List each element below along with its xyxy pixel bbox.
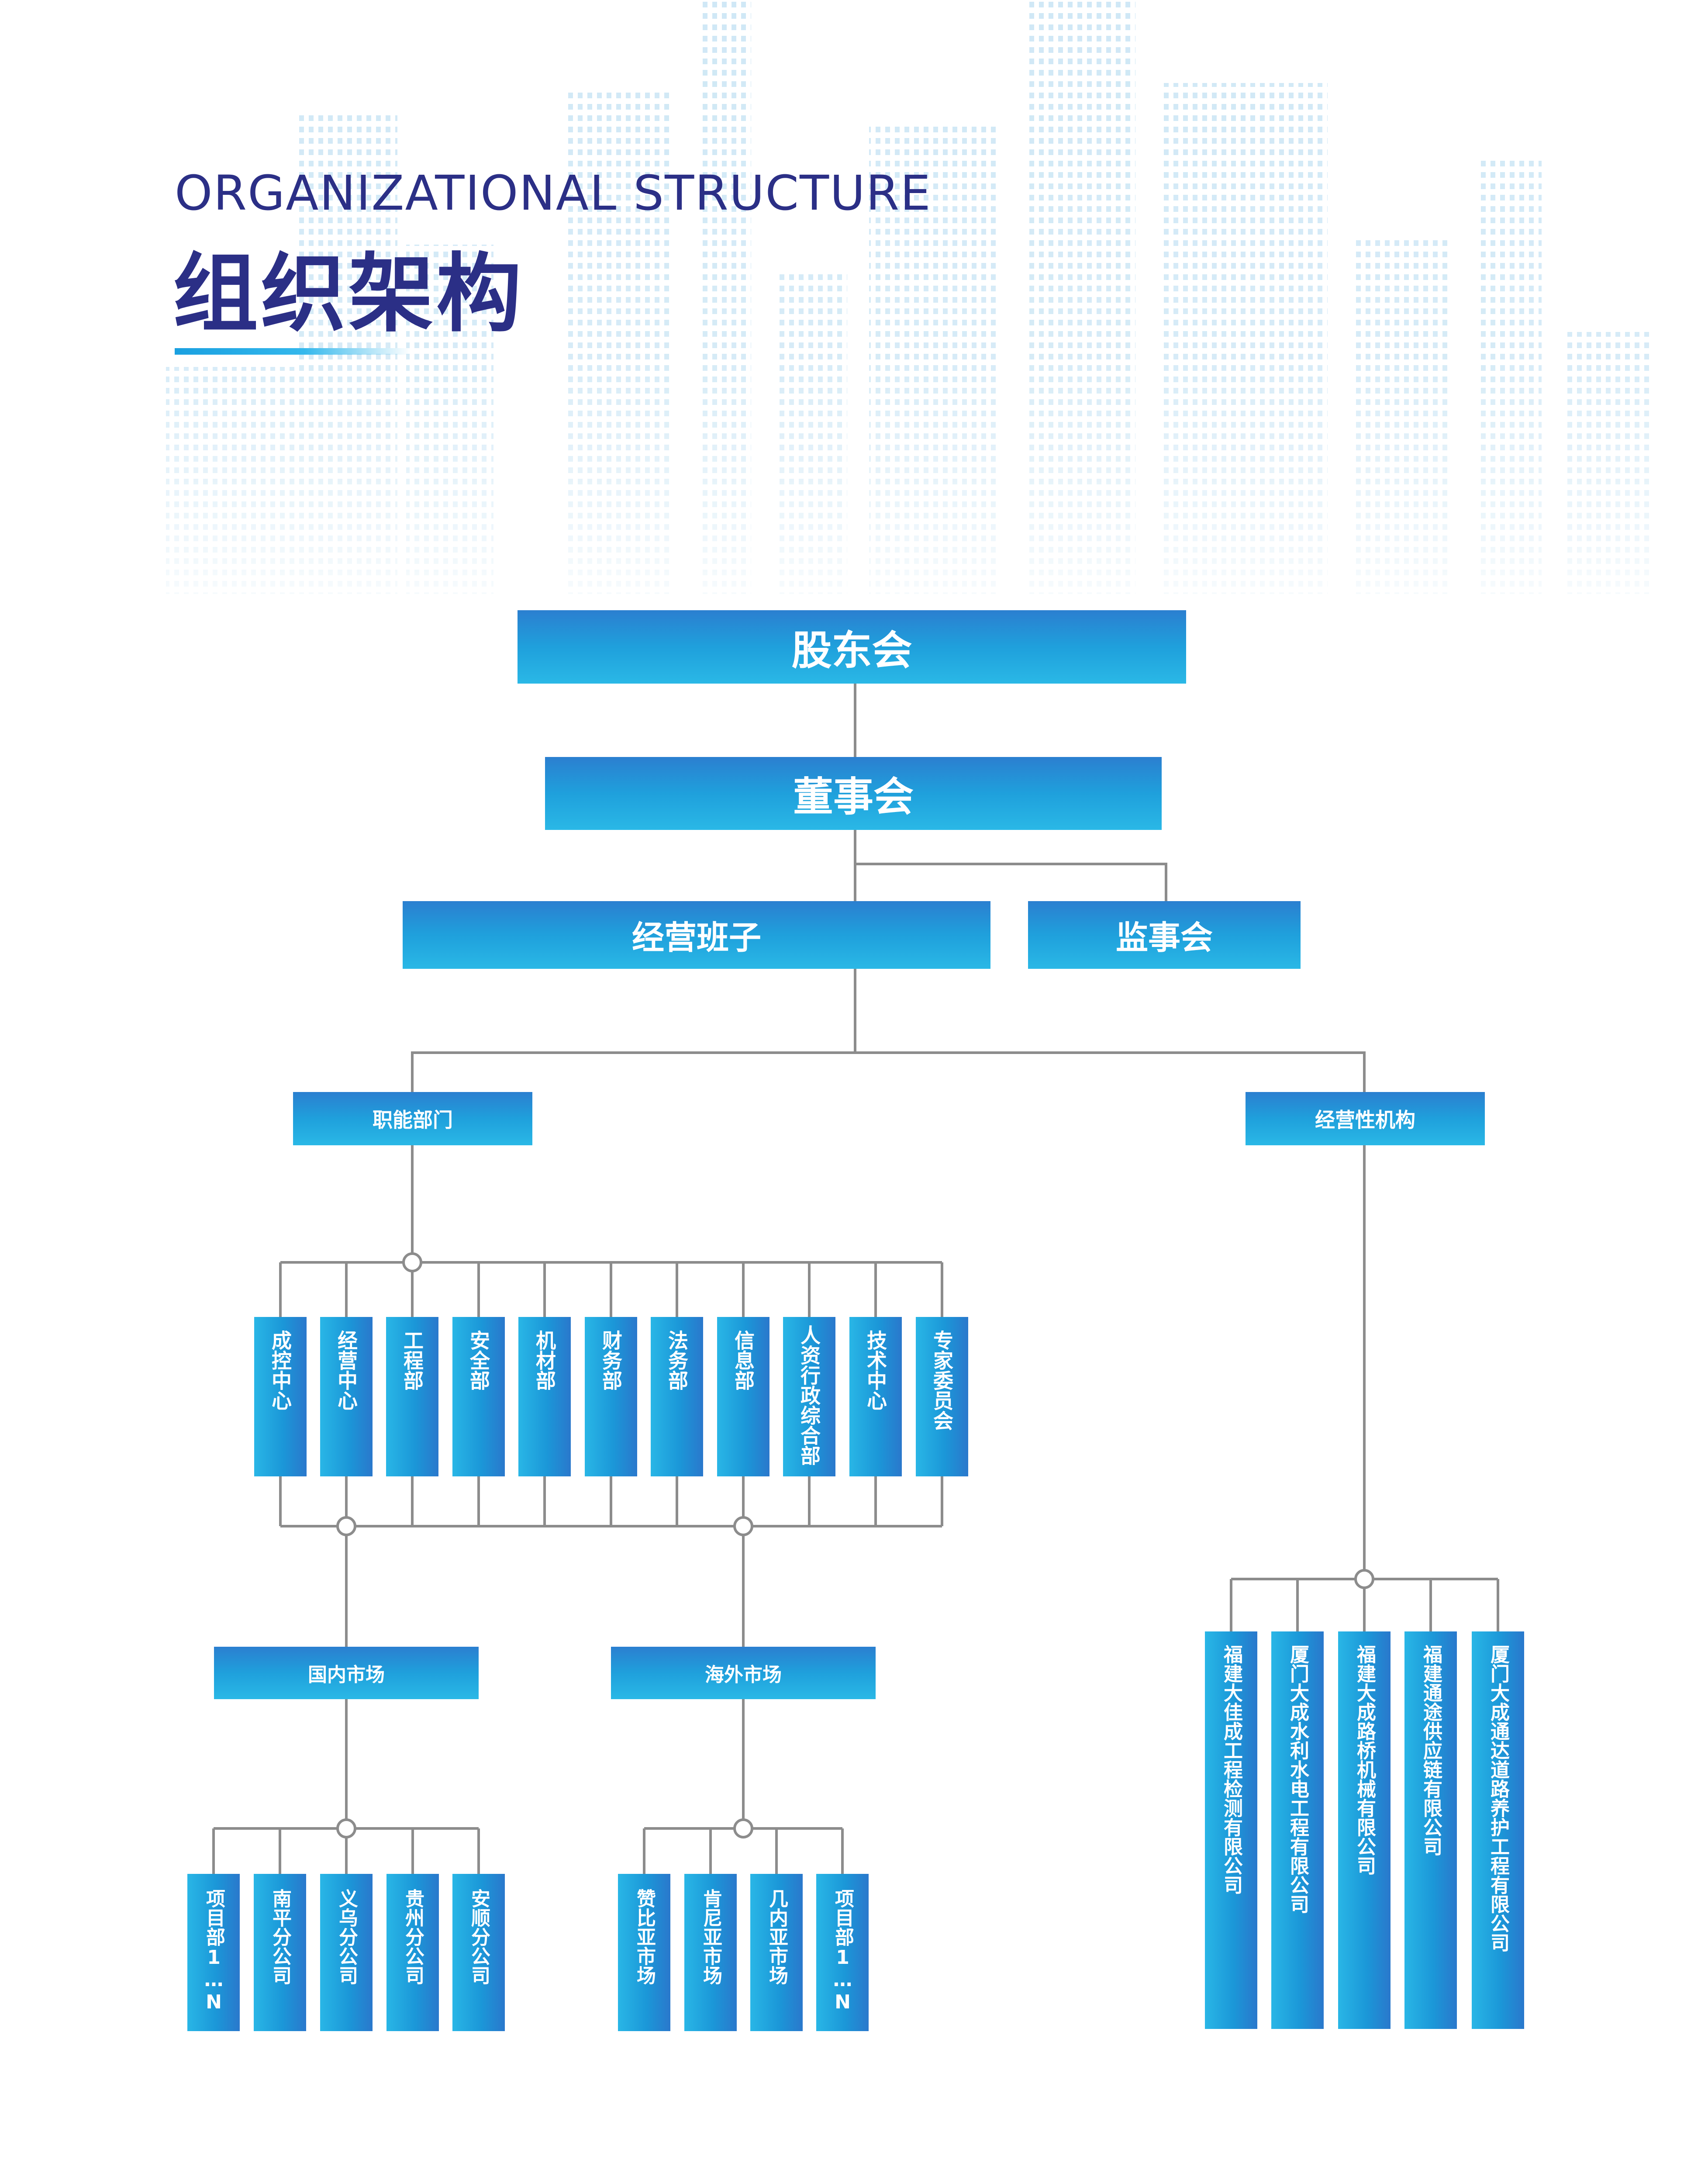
department-box: 成控中心 [254,1317,307,1476]
domestic-unit-box: 安顺分公司 [452,1874,505,2031]
overseas-unit-box: 肯尼亚市场 [684,1874,737,2031]
department-box: 技术中心 [849,1317,902,1476]
department-box: 人资行政综合部 [783,1317,835,1476]
subsidiary-company-box: 福建大佳成工程检测有限公司 [1205,1631,1257,2029]
shareholders-meeting-box: 股东会 [518,610,1186,684]
operating-institutions-box: 经营性机构 [1246,1092,1485,1145]
subsidiary-company-box: 厦门大成通达道路养护工程有限公司 [1472,1631,1524,2029]
domestic-unit-box: 义乌分公司 [320,1874,373,2031]
department-box: 财务部 [585,1317,637,1476]
overseas-market-box: 海外市场 [611,1647,876,1699]
overseas-unit-box: 几内亚市场 [750,1874,803,2031]
domestic-unit-box: 项目部1…N [187,1874,240,2031]
city-skyline-background [0,0,1708,655]
department-box: 信息部 [717,1317,769,1476]
overseas-unit-box: 赞比亚市场 [618,1874,670,2031]
department-box: 专家委员会 [916,1317,968,1476]
management-team-box: 经营班子 [403,901,990,969]
title-chinese: 组织架构 [173,244,524,343]
title-underline [175,348,411,355]
board-of-directors-box: 董事会 [545,757,1162,830]
subsidiary-company-box: 福建通途供应链有限公司 [1404,1631,1457,2029]
department-box: 工程部 [386,1317,438,1476]
supervisory-board-box: 监事会 [1028,901,1301,969]
functional-departments-box: 职能部门 [293,1092,532,1145]
department-box: 安全部 [452,1317,505,1476]
domestic-unit-box: 南平分公司 [254,1874,306,2031]
department-box: 法务部 [651,1317,703,1476]
subsidiary-company-box: 福建大成路桥机械有限公司 [1338,1631,1391,2029]
department-box: 机材部 [518,1317,571,1476]
title-english: ORGANIZATIONAL STRUCTURE [175,165,932,221]
overseas-unit-box: 项目部1…N [816,1874,869,2031]
department-box: 经营中心 [320,1317,373,1476]
domestic-market-box: 国内市场 [214,1647,479,1699]
subsidiary-company-box: 厦门大成水利水电工程有限公司 [1271,1631,1324,2029]
domestic-unit-box: 贵州分公司 [386,1874,439,2031]
